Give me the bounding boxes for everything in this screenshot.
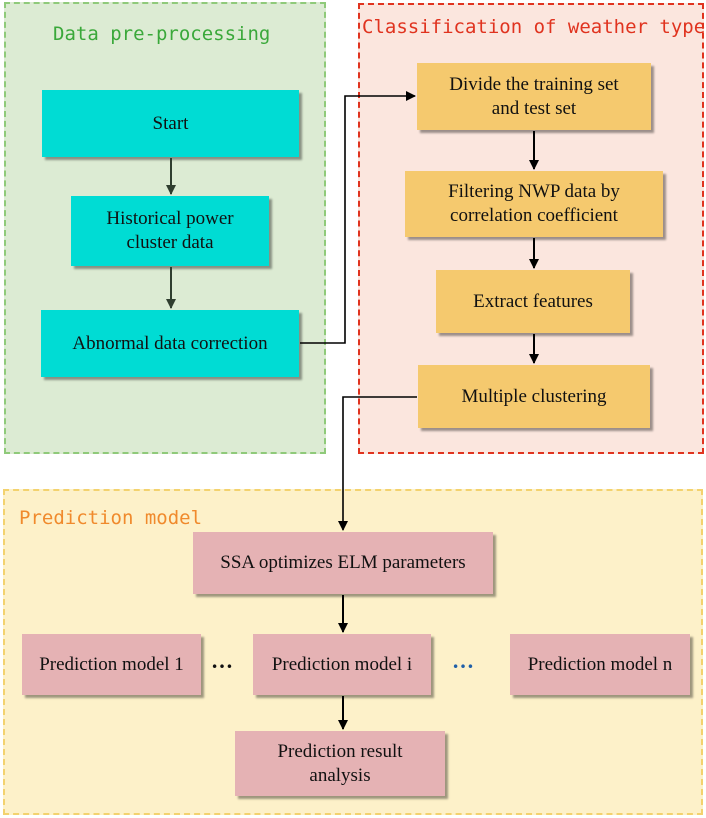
prediction-model-1-node: Prediction model 1 bbox=[22, 634, 201, 695]
historical-power-cluster-data-node: Historical power cluster data bbox=[71, 196, 269, 266]
historical-label-line1: Historical power bbox=[106, 208, 234, 229]
abnormal-label: Abnormal data correction bbox=[72, 332, 268, 354]
divide-label-line2: and test set bbox=[491, 97, 577, 119]
divide-label-line1: Divide the training set bbox=[449, 73, 619, 95]
result-label-line1: Prediction result bbox=[277, 740, 403, 762]
filter-label-line2: correlation coefficient bbox=[450, 205, 618, 226]
ssa-label: SSA optimizes ELM parameters bbox=[220, 552, 466, 573]
ellipsis-right: … bbox=[452, 648, 474, 673]
arrow-clustering-to-ssa bbox=[338, 396, 417, 531]
clustering-label: Multiple clustering bbox=[461, 385, 607, 407]
data-preprocessing-title: Data pre-processing bbox=[53, 23, 271, 45]
extract-label: Extract features bbox=[473, 290, 593, 312]
start-label: Start bbox=[152, 112, 189, 134]
divide-training-test-set-node: Divide the training set and test set bbox=[417, 63, 651, 130]
abnormal-data-correction-node: Abnormal data correction bbox=[41, 310, 299, 377]
start-node: Start bbox=[42, 90, 299, 157]
historical-label-line2: cluster data bbox=[126, 232, 214, 253]
ellipsis-left: … bbox=[211, 648, 233, 673]
prediction-result-analysis-node: Prediction result analysis bbox=[235, 731, 445, 796]
ssa-optimizes-elm-node: SSA optimizes ELM parameters bbox=[193, 532, 493, 594]
result-label-line2: analysis bbox=[309, 764, 371, 786]
extract-features-node: Extract features bbox=[436, 270, 630, 333]
weather-classification-title: Classification of weather types bbox=[362, 16, 706, 38]
arrow-abnormal-to-divide bbox=[300, 91, 416, 344]
prediction-model-i-node: Prediction model i bbox=[253, 634, 431, 695]
multiple-clustering-node: Multiple clustering bbox=[418, 365, 650, 428]
prediction-model-title: Prediction model bbox=[19, 507, 203, 529]
filter-label-line1: Filtering NWP data by bbox=[448, 181, 620, 202]
filtering-nwp-data-node: Filtering NWP data by correlation coeffi… bbox=[405, 171, 663, 237]
prediction-model-n-node: Prediction model n bbox=[510, 634, 690, 695]
model-1-label: Prediction model 1 bbox=[39, 653, 184, 675]
data-preprocessing-panel: Data pre-processing bbox=[4, 2, 326, 454]
model-n-label: Prediction model n bbox=[527, 653, 673, 675]
model-i-label: Prediction model i bbox=[271, 653, 413, 675]
